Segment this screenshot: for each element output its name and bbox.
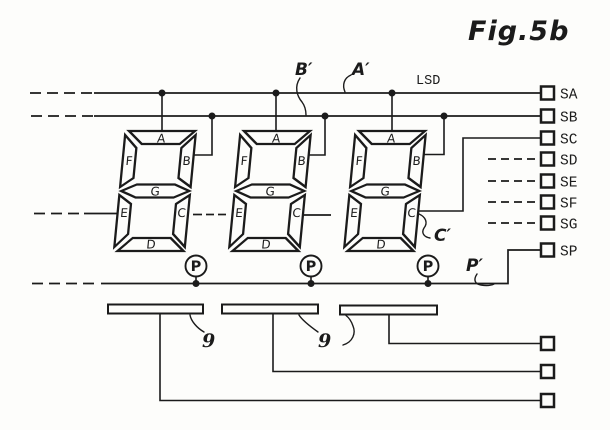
junction-dot (158, 89, 166, 97)
terminal-label-sd: SD (560, 154, 577, 170)
b-prime-leader (295, 77, 307, 116)
seven-segment-digit-2 (227, 129, 313, 253)
wire-sb-digit2-b (309, 116, 326, 156)
terminal-square-sp (539, 242, 556, 258)
terminal-square-sb (539, 108, 556, 124)
backplane-electrode-2 (221, 303, 319, 315)
label-lsd: LSD (416, 74, 440, 89)
junction-dot (440, 112, 448, 120)
terminal-sd: SD (488, 151, 577, 170)
wire-backplane-3 (388, 314, 541, 345)
bottom-terminal-2 (539, 363, 556, 380)
electrode-9-right-leader-b (342, 314, 355, 346)
seven-segment-digit-1 (112, 129, 198, 253)
decimal-point-indicator-1: P (184, 254, 208, 284)
terminal-label-sc: SC (560, 133, 578, 149)
label-b-prime: B′ (295, 60, 313, 80)
junction-dot (388, 89, 396, 97)
decimal-point-indicator-3: P (416, 254, 440, 284)
terminal-label-sa: SA (560, 88, 578, 104)
junction-dot (208, 112, 216, 120)
wire-sb-digit1-b (194, 116, 213, 156)
terminal-sc: SC (539, 130, 578, 149)
terminal-sf: SF (488, 194, 577, 213)
figure-title: Fig.5b (468, 16, 569, 47)
c-prime-leader (418, 213, 431, 239)
label-c-prime: C′ (434, 226, 451, 246)
terminal-label-sg: SG (560, 218, 577, 234)
wire-sb-digit3-b (424, 116, 445, 156)
terminal-square-sf (539, 194, 556, 210)
decimal-point-label: P (191, 259, 202, 275)
backplane-electrode-1 (107, 303, 204, 315)
wire-backplane-2 (272, 313, 541, 373)
p-prime-leader (474, 273, 495, 287)
junction-dot (307, 280, 315, 287)
decimal-point-indicator-2: P (299, 254, 323, 284)
junction-dot (192, 280, 200, 287)
bus-sp (32, 249, 541, 285)
terminal-sp: SP (539, 242, 577, 261)
junction-dot (272, 89, 280, 97)
terminal-label-sf: SF (560, 197, 577, 213)
wire-backplane-1 (159, 313, 541, 402)
terminal-se: SE (488, 173, 577, 192)
terminal-square-se (539, 173, 556, 189)
terminal-sg: SG (488, 215, 577, 234)
backplane-electrode-3 (339, 304, 438, 316)
label-9-left: 9 (202, 330, 215, 352)
terminal-label-sp: SP (560, 245, 577, 261)
terminal-square-sd (539, 151, 556, 167)
terminal-square-sg (539, 215, 556, 231)
terminal-label-sb: SB (560, 111, 578, 127)
bottom-terminal-3 (539, 392, 556, 409)
terminal-label-se: SE (560, 176, 577, 192)
electrode-9-right-leader-a (298, 314, 319, 333)
label-9-right: 9 (318, 330, 331, 352)
bottom-terminal-1 (539, 335, 556, 352)
terminal-sb: SB (539, 108, 578, 127)
electrode-9-left-leader (189, 314, 205, 333)
terminal-square-sc (539, 130, 556, 146)
label-p-prime: P′ (466, 256, 483, 276)
junction-dot (321, 112, 329, 120)
a-prime-leader (342, 74, 352, 93)
junction-dot (424, 280, 432, 287)
wire-sc-digit3-c (418, 137, 541, 212)
label-a-prime: A′ (350, 60, 370, 80)
decimal-point-label: P (423, 259, 434, 275)
decimal-point-label: P (306, 259, 317, 275)
terminal-square-sa (539, 85, 556, 101)
terminal-sa: SA (539, 85, 578, 104)
seven-segment-digit-3 (342, 129, 428, 253)
